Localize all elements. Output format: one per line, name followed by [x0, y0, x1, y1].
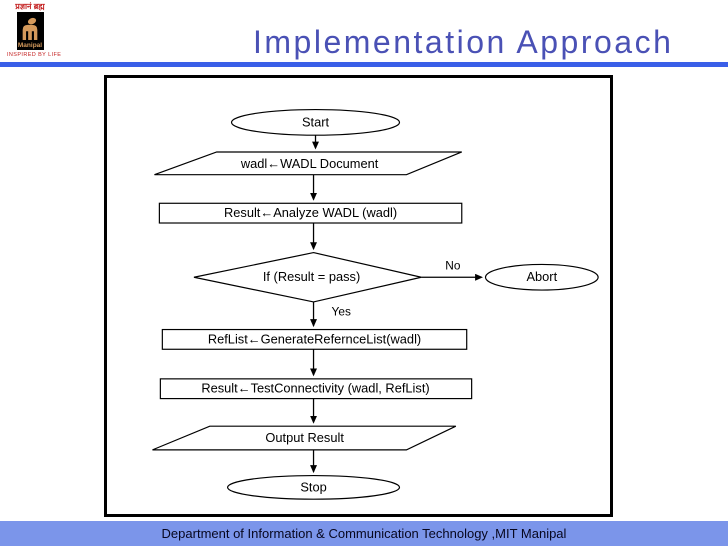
flow-node-decision [193, 251, 422, 303]
flow-node-generate [161, 328, 468, 350]
edge-label-no: No [445, 258, 461, 272]
edge-label-yes: Yes [332, 305, 351, 319]
flow-node-start [230, 108, 401, 136]
flow-node-start-label: Start [302, 114, 330, 129]
flow-node-abort-label: Abort [526, 269, 557, 284]
flow-node-output-label: Output Result [265, 430, 344, 445]
flow-node-test [159, 378, 473, 400]
title-underline [0, 62, 728, 67]
footer-text: Department of Information & Communicatio… [161, 526, 567, 541]
flow-node-decision-label: If (Result = pass) [263, 269, 360, 284]
logo-motto: प्रज्ञानं ब्रह्म [15, 2, 45, 11]
flow-node-output [152, 425, 457, 451]
logo-brand-text: Manipal [17, 42, 43, 49]
flow-node-analyze [158, 202, 463, 224]
flow-node-generate-label: RefList←GenerateRefernceList(wadl) [208, 331, 421, 346]
page-title: Implementation Approach [253, 24, 674, 60]
flow-node-input-label: wadl←WADL Document [240, 156, 379, 171]
flowchart-canvas: Start wadl←WADL Document Result←Analyze … [104, 75, 613, 517]
logo-tagline: INSPIRED BY LIFE [7, 52, 62, 58]
flow-node-stop-label: Stop [300, 479, 326, 494]
footer-bar: Department of Information & Communicatio… [0, 521, 728, 546]
manipal-figure-icon [22, 17, 38, 40]
flow-node-abort [484, 263, 599, 291]
flow-node-stop [226, 474, 401, 500]
flow-node-input [154, 151, 462, 176]
brand-logo: प्रज्ञानं ब्रह्म Manipal INSPIRED BY LIF… [7, 2, 62, 58]
manipal-logo-box: Manipal [16, 12, 44, 50]
flow-node-analyze-label: Result←Analyze WADL (wadl) [224, 205, 397, 220]
flow-node-test-label: Result←TestConnectivity (wadl, RefList) [201, 381, 429, 396]
